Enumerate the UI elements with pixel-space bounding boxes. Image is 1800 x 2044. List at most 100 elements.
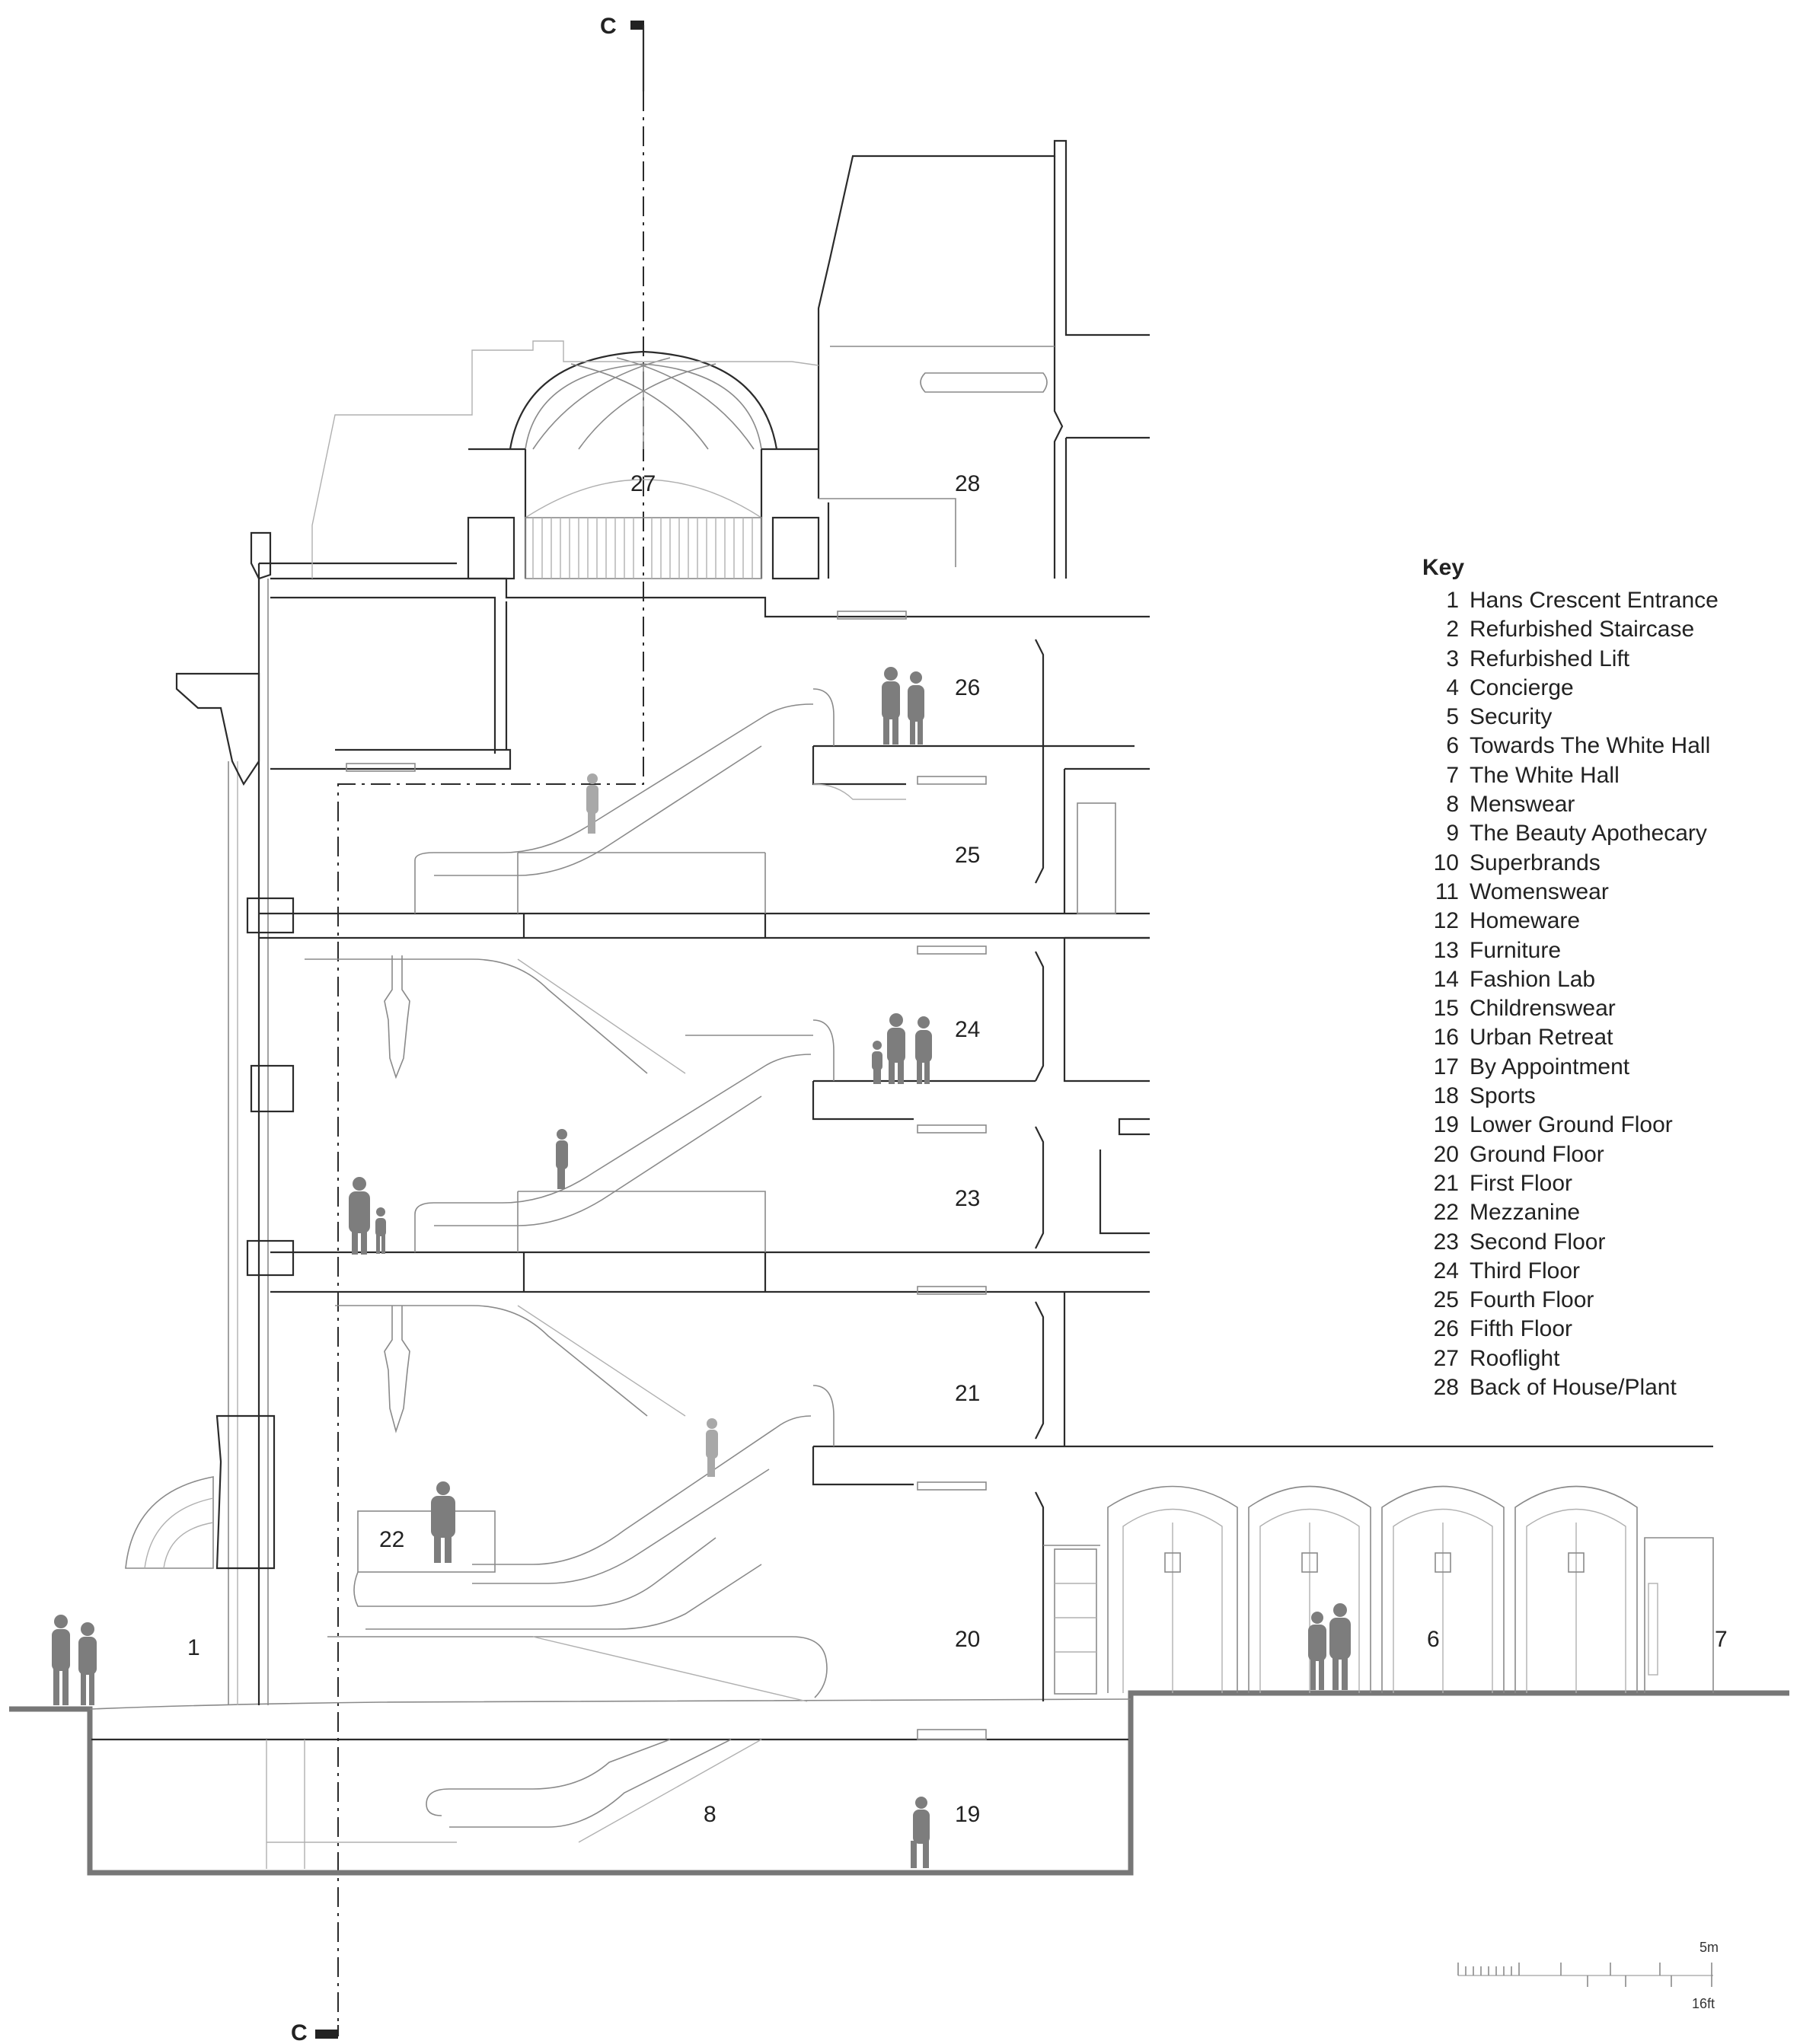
key-item-number: 14 (1433, 966, 1459, 992)
key-item-label: The Beauty Apothecary (1470, 821, 1707, 847)
floor-slabs (259, 562, 1713, 1486)
key-item-label: The White Hall (1470, 762, 1620, 788)
key-item-number: 2 (1446, 617, 1459, 643)
key-item-label: Fifth Floor (1470, 1316, 1573, 1342)
key-item-number: 3 (1446, 646, 1459, 671)
key-item-number: 17 (1433, 1054, 1459, 1079)
section-marker-top: C (600, 14, 617, 39)
key-item-label: Superbrands (1470, 850, 1601, 875)
key-item-label: Second Floor (1470, 1229, 1606, 1255)
room-label-27: 27 (630, 471, 656, 496)
key-item: 26 Fifth Floor (1422, 1315, 1757, 1344)
scale-bar: 5m 16ft (1457, 1940, 1719, 2011)
key-item-number: 15 (1433, 996, 1459, 1022)
key-item: 28 Back of House/Plant (1422, 1373, 1757, 1402)
dome-rooflight (270, 340, 820, 754)
room-label-1: 1 (187, 1635, 200, 1660)
room-label-21: 21 (955, 1381, 980, 1406)
room-label-24: 24 (955, 1017, 980, 1042)
key-item-number: 16 (1433, 1025, 1459, 1051)
key-item-number: 20 (1433, 1141, 1459, 1167)
key-item-label: Childrenswear (1470, 996, 1616, 1022)
key-item-label: Back of House/Plant (1470, 1375, 1677, 1401)
key-item-number: 23 (1433, 1229, 1459, 1255)
key-item: 10 Superbrands (1422, 849, 1757, 878)
key-item-number: 7 (1446, 762, 1459, 788)
right-walls (817, 139, 1150, 1701)
escalators (305, 688, 906, 1702)
key-item-label: Mezzanine (1470, 1200, 1581, 1226)
key-item-number: 25 (1433, 1287, 1459, 1313)
key-item-label: Refurbished Lift (1470, 646, 1630, 671)
ceiling-lights (346, 611, 987, 1491)
key-item: 13 Furniture (1422, 936, 1757, 965)
room-label-7: 7 (1715, 1627, 1728, 1652)
key-item-label: Menswear (1470, 792, 1575, 818)
key-item-number: 1 (1446, 588, 1459, 613)
section-cut-line: C C (291, 14, 645, 2044)
key-item-number: 26 (1433, 1316, 1459, 1342)
key-item-number: 5 (1446, 704, 1459, 730)
key-item-number: 13 (1433, 937, 1459, 963)
arcade (1043, 1485, 1714, 1695)
key-item: 5 Security (1422, 703, 1757, 732)
key-item-label: Ground Floor (1470, 1141, 1604, 1167)
key-item: 9 The Beauty Apothecary (1422, 819, 1757, 848)
key-item-label: Homeware (1470, 908, 1581, 934)
key-item: 1 Hans Crescent Entrance (1422, 586, 1757, 615)
room-label-6: 6 (1427, 1627, 1440, 1652)
key-item: 7 The White Hall (1422, 761, 1757, 790)
key-item-label: First Floor (1470, 1170, 1572, 1196)
key-item-label: Sports (1470, 1083, 1536, 1109)
key-item-label: Fashion Lab (1470, 966, 1596, 992)
ground-line (9, 1690, 1789, 1876)
scale-metric: 5m (1699, 1940, 1719, 1955)
key-item: 15 Childrenswear (1422, 994, 1757, 1023)
room-label-8: 8 (704, 1802, 716, 1827)
scale-imperial: 16ft (1692, 1996, 1715, 2011)
room-labels: 1 6 7 8 19 20 21 22 23 24 25 26 27 28 (187, 471, 1728, 1827)
key-item-number: 10 (1433, 850, 1459, 875)
facade (125, 531, 295, 1705)
key-item: 12 Homeware (1422, 907, 1757, 936)
key-item-number: 11 (1435, 879, 1459, 904)
key-item: 16 Urban Retreat (1422, 1023, 1757, 1052)
key-item-number: 12 (1433, 908, 1459, 934)
key-item: 2 Refurbished Staircase (1422, 615, 1757, 644)
key-item: 14 Fashion Lab (1422, 965, 1757, 994)
room-label-19: 19 (955, 1802, 980, 1827)
key-item-label: Refurbished Staircase (1470, 617, 1695, 643)
key-item-label: Third Floor (1470, 1258, 1581, 1283)
key-item-label: Urban Retreat (1470, 1025, 1613, 1051)
key-item: 20 Ground Floor (1422, 1140, 1757, 1169)
key-item-label: Rooflight (1470, 1345, 1560, 1371)
key-item: 18 Sports (1422, 1082, 1757, 1111)
room-label-23: 23 (955, 1186, 980, 1211)
chandeliers (384, 955, 410, 1433)
key-title: Key (1422, 555, 1465, 580)
room-label-20: 20 (955, 1627, 980, 1652)
key-item-number: 18 (1433, 1083, 1459, 1109)
key-item-label: Security (1470, 704, 1553, 730)
key-item-number: 19 (1433, 1112, 1459, 1138)
key-item-number: 21 (1433, 1170, 1459, 1196)
key-item-label: Towards The White Hall (1470, 733, 1711, 759)
room-label-25: 25 (955, 843, 980, 868)
key-item: 21 First Floor (1422, 1169, 1757, 1198)
key-list: 1 Hans Crescent Entrance 2 Refurbished Sta… (1422, 586, 1757, 1402)
key-item-label: Furniture (1470, 937, 1562, 963)
room-label-26: 26 (955, 675, 980, 700)
key-item-number: 9 (1446, 821, 1459, 847)
key-item-label: Hans Crescent Entrance (1470, 588, 1719, 613)
people-figures (52, 667, 1351, 1868)
key-item-number: 28 (1433, 1375, 1459, 1401)
